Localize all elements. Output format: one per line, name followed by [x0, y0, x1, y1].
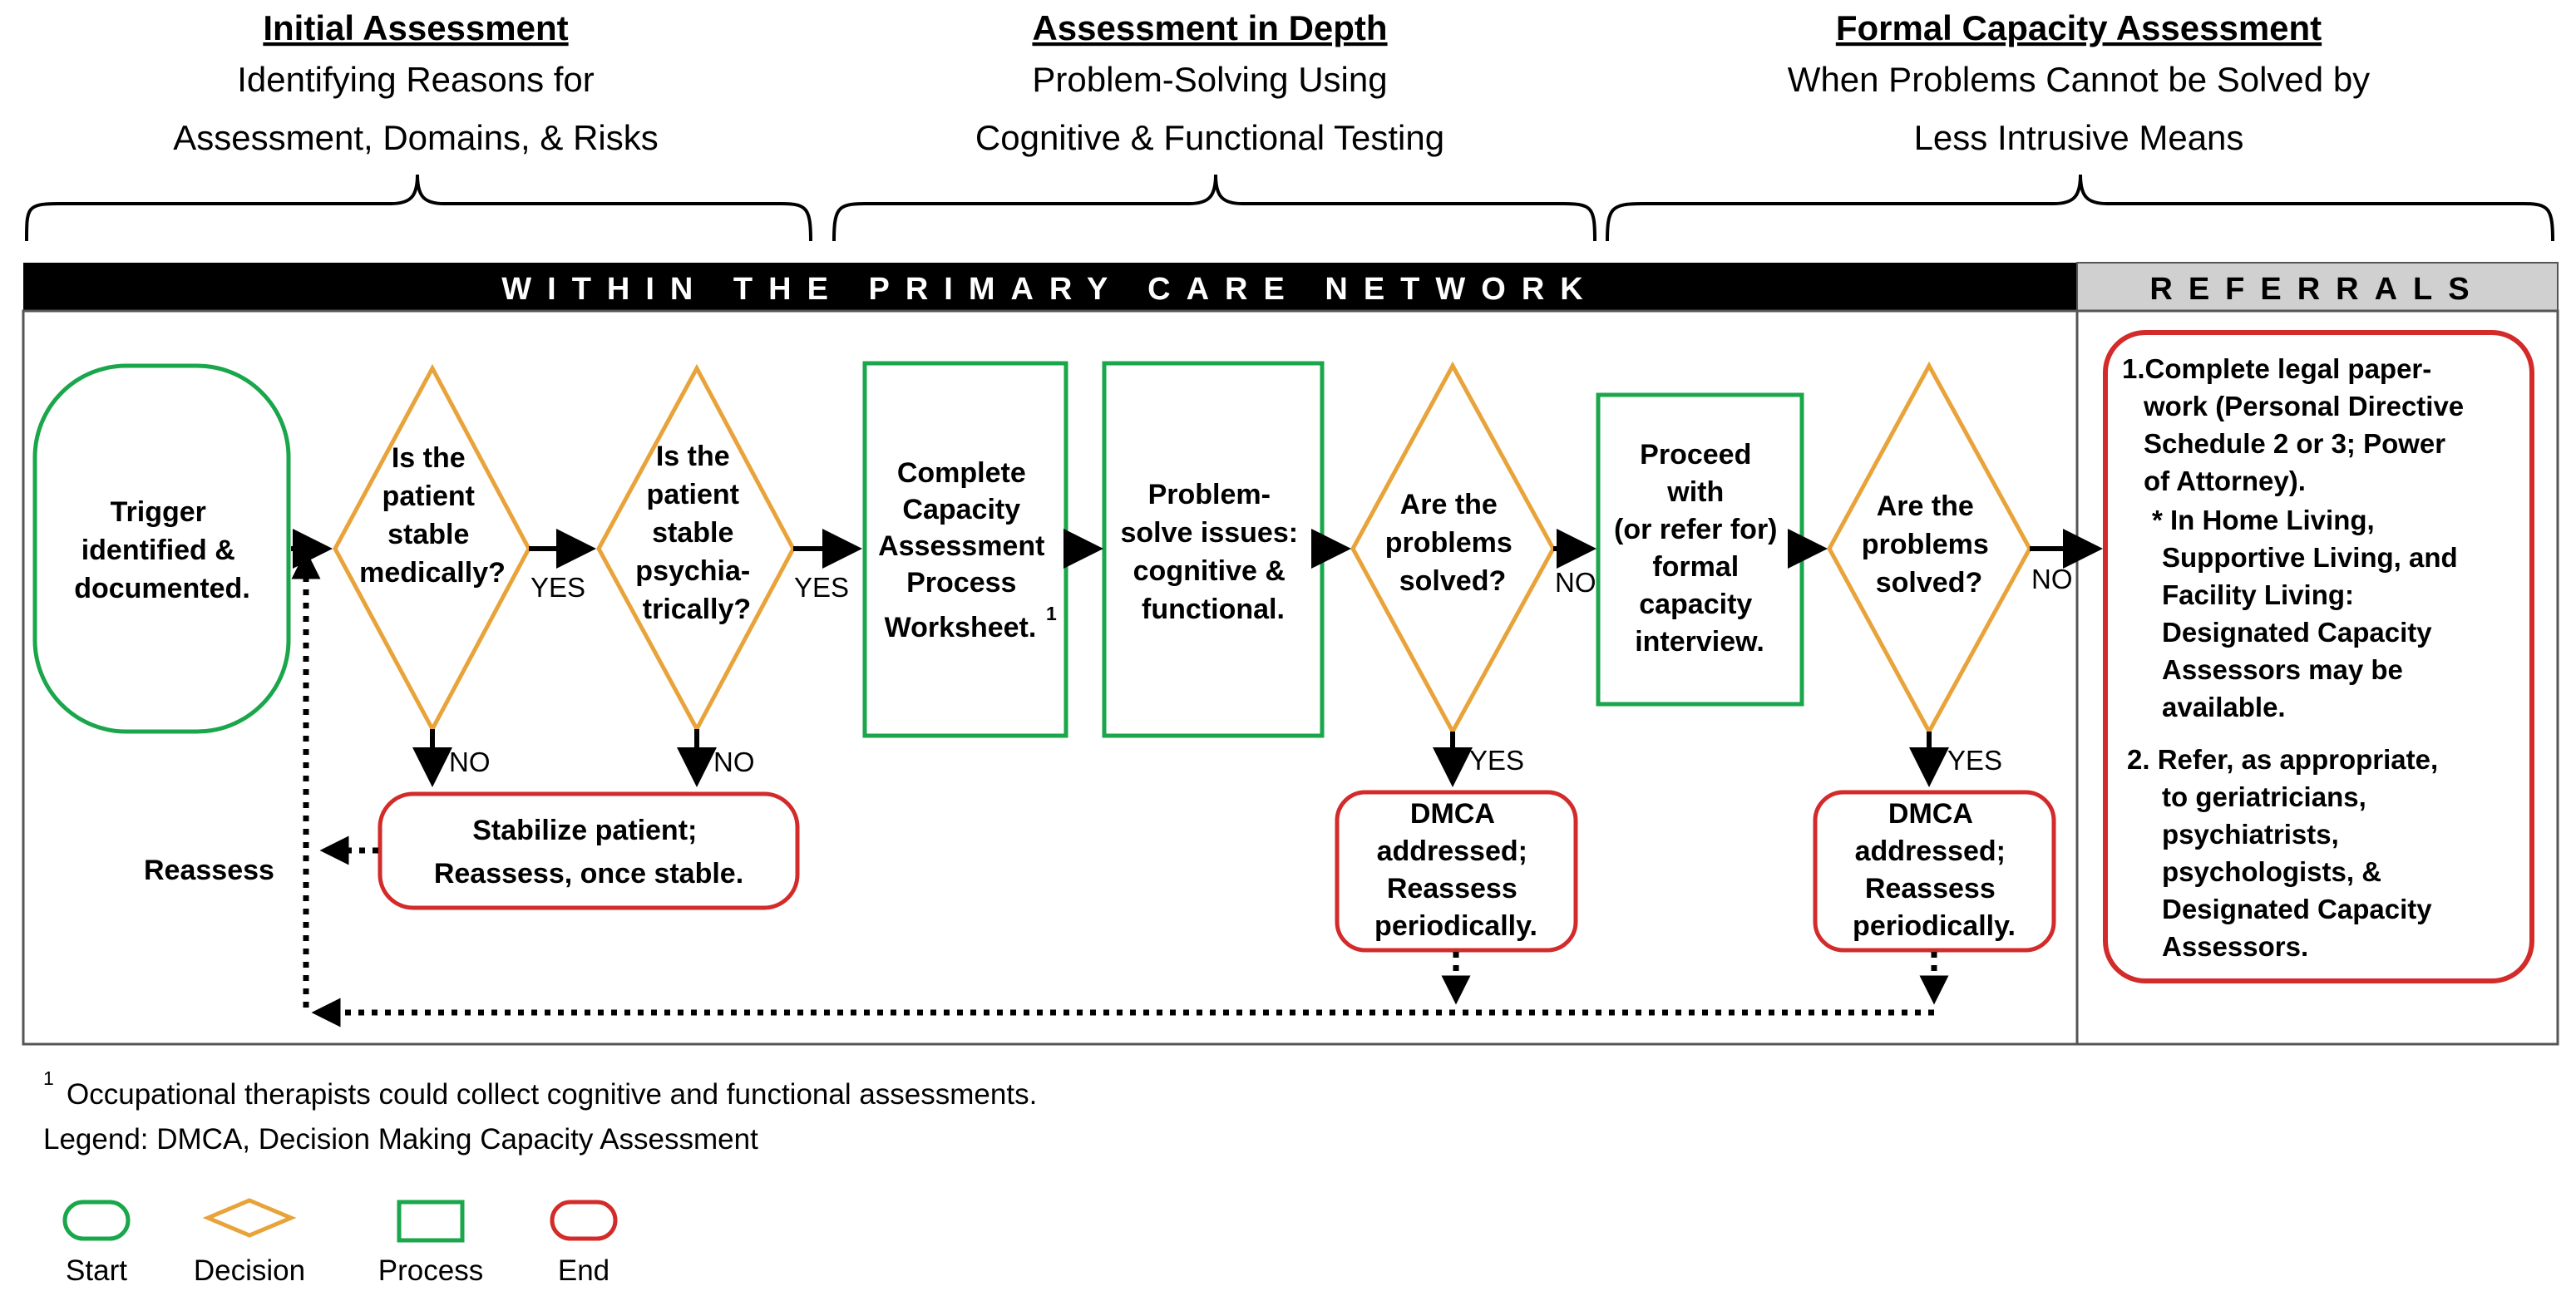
legend: Start Decision Process End: [62, 1198, 618, 1287]
label-no-psych: NO: [713, 747, 755, 777]
node-text-trigger: Trigger identified & documented.: [74, 496, 250, 604]
section-title: Initial Assessment: [263, 8, 568, 47]
node-text-stable-psychiatrically: Is the patient stable psychia- trically?: [635, 441, 758, 625]
flowchart-frame: [22, 309, 2559, 1046]
section-subtitle: When Problems Cannot be Solved by: [1788, 60, 2370, 99]
section-subtitle: Identifying Reasons for: [237, 60, 595, 99]
section-subtitle: Problem-Solving Using: [1032, 60, 1387, 99]
end-node-stabilize: [378, 791, 800, 910]
section-braces: [25, 174, 2554, 242]
label-reassess: Reassess: [144, 855, 274, 886]
legend-end-label: End: [558, 1254, 609, 1287]
node-text-problems-solved-2: Are the problems solved?: [1862, 490, 1997, 599]
section-title: Formal Capacity Assessment: [1836, 8, 2322, 47]
end-node-dmca-1: [1335, 790, 1578, 953]
label-yes-solved1: YES: [1469, 745, 1524, 776]
primary-care-band: [23, 263, 2077, 311]
legend-process-shape: [397, 1200, 465, 1243]
node-text-formal-interview: Proceed with (or refer for) formal capac…: [1614, 439, 1785, 658]
legend-process-label: Process: [378, 1254, 483, 1287]
referrals-band: [2076, 262, 2559, 312]
section-initial-assessment: Initial Assessment Identifying Reasons f…: [173, 8, 659, 157]
end-node-referrals: [2103, 330, 2534, 983]
footnote-superscript: 1: [43, 1067, 54, 1089]
legend-end-shape: [550, 1200, 618, 1241]
brace-initial: [25, 174, 812, 242]
node-text-dmca-2: DMCA addressed; Reassess periodically.: [1853, 798, 2016, 942]
label-no-solved2: NO: [2031, 564, 2073, 594]
decision-node-stable-psychiatrically: [596, 363, 796, 734]
label-yes-solved2: YES: [1947, 745, 2002, 776]
section-formal-capacity-assessment: Formal Capacity Assessment When Problems…: [1788, 8, 2370, 157]
section-subtitle: Less Intrusive Means: [1914, 118, 2244, 157]
label-no-solved1: NO: [1555, 567, 1596, 598]
node-text-problem-solve: Problem- solve issues: cognitive & funct…: [1120, 479, 1305, 625]
brace-formal: [1606, 174, 2554, 242]
label-no-medical: NO: [449, 747, 491, 777]
primary-care-band-label: WITHIN THE PRIMARY CARE NETWORK: [501, 272, 1598, 307]
footnote-mark: 1: [1046, 603, 1057, 624]
legend-decision-shape: [202, 1198, 297, 1238]
label-yes-medical: YES: [530, 572, 585, 603]
legend-definition: Legend: DMCA, Decision Making Capacity A…: [43, 1123, 758, 1156]
node-text-worksheet: Complete Capacity Assessment Process Wor…: [878, 457, 1053, 643]
legend-decision-label: Decision: [194, 1254, 305, 1287]
flow-arrows: [291, 529, 2103, 787]
legend-start-label: Start: [66, 1254, 127, 1287]
section-subtitle: Assessment, Domains, & Risks: [173, 118, 659, 157]
referrals-band-label: REFERRALS: [2149, 272, 2485, 307]
node-text-stabilize: Stabilize patient; Reassess, once stable…: [434, 815, 743, 890]
brace-depth: [832, 174, 1596, 242]
start-node-trigger: [32, 363, 291, 734]
process-node-problem-solve: [1102, 361, 1325, 738]
section-subtitle: Cognitive & Functional Testing: [975, 118, 1444, 157]
node-text-problems-solved-1: Are the problems solved?: [1385, 489, 1521, 597]
node-text-dmca-1: DMCA addressed; Reassess periodically.: [1374, 798, 1537, 942]
legend-start-shape: [62, 1200, 131, 1241]
referrals-text: 1.Complete legal paper- work (Personal D…: [2122, 353, 2471, 962]
label-yes-psych: YES: [794, 572, 849, 603]
end-node-dmca-2: [1813, 790, 2056, 953]
section-assessment-in-depth: Assessment in Depth Problem-Solving Usin…: [975, 8, 1444, 157]
reassess-loops: [291, 549, 1949, 1027]
footnote-text: Occupational therapists could collect co…: [67, 1078, 1037, 1111]
node-text-stable-medically: Is the patient stable medically?: [359, 442, 506, 589]
section-title: Assessment in Depth: [1032, 8, 1387, 47]
